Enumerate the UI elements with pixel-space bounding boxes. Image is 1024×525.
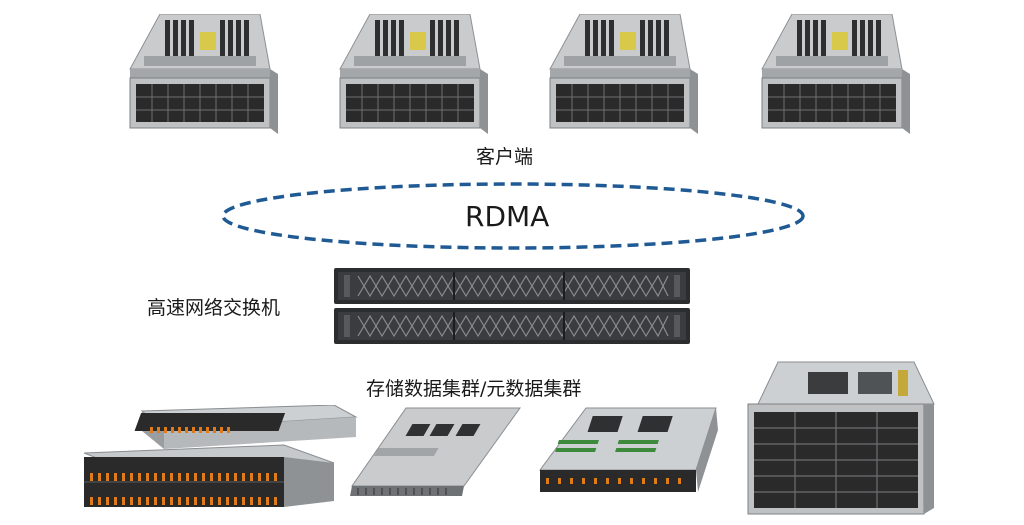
client-server-4 — [761, 14, 911, 135]
client-server-2 — [339, 14, 489, 135]
rdma-ellipse — [221, 182, 805, 250]
storage-server-4u-icon — [747, 361, 935, 515]
storage-server-1u-icon — [350, 407, 521, 496]
storage-label: 存储数据集群/元数据集群 — [366, 378, 582, 400]
rdma-label: RDMA — [465, 200, 550, 233]
switch-label: 高速网络交换机 — [147, 297, 281, 319]
client-server-1 — [129, 14, 279, 135]
client-server-3 — [549, 14, 699, 135]
network-switch-icon — [334, 268, 691, 345]
compute-server-1u-icon — [539, 407, 718, 492]
storage-server-2u-icon — [84, 405, 358, 507]
clients-label: 客户端 — [476, 146, 534, 168]
